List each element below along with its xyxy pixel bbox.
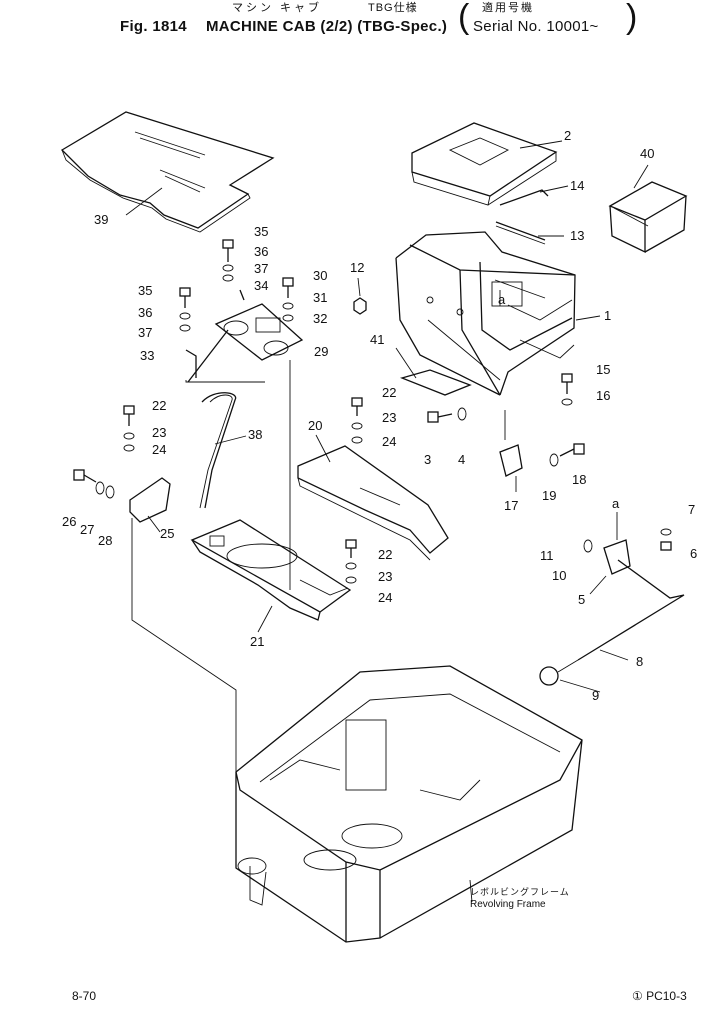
part-41-bracket: [399, 369, 472, 396]
callout-a2: a: [612, 496, 620, 511]
callout-27: 27: [80, 522, 94, 537]
callout-22a: 22: [152, 398, 166, 413]
serial-range: Serial No. 10001~: [473, 18, 599, 35]
paren-open: (: [458, 0, 470, 36]
callout-25: 25: [160, 526, 174, 541]
part-38-lever: [201, 392, 237, 509]
callout-36b: 36: [138, 305, 152, 320]
callout-28: 28: [98, 533, 112, 548]
paren-close: ): [626, 0, 638, 36]
callout-13: 13: [570, 228, 584, 243]
callout-1: 1: [604, 308, 611, 323]
part-39-floor-mat: [60, 111, 275, 233]
jp-applicable: 適用号機: [482, 2, 534, 14]
callout-36a: 36: [254, 244, 268, 259]
callout-22c: 22: [378, 547, 392, 562]
callout-38: 38: [248, 427, 262, 442]
callout-17: 17: [504, 498, 518, 513]
callout-20: 20: [308, 418, 322, 433]
callout-40: 40: [640, 146, 654, 161]
part-21-step-assembly: [190, 519, 352, 621]
callout-6: 6: [690, 546, 697, 561]
part-5-8-9-cable-assembly: [539, 539, 685, 686]
callout-15: 15: [596, 362, 610, 377]
callout-29: 29: [314, 344, 328, 359]
callout-23b: 23: [382, 410, 396, 425]
callout-37a: 37: [254, 261, 268, 276]
callout-39: 39: [94, 212, 108, 227]
callout-11: 11: [540, 548, 554, 563]
revolving-frame: [235, 665, 583, 943]
callout-30: 30: [313, 268, 327, 283]
callout-34: 34: [254, 278, 268, 293]
callout-2: 2: [564, 128, 571, 143]
callout-22b: 22: [382, 385, 396, 400]
model-code: ① PC10-3: [632, 989, 687, 1003]
part-20-floor-plate: [297, 445, 449, 561]
callout-35a: 35: [254, 224, 268, 239]
callout-23c: 23: [378, 569, 392, 584]
fasteners: [73, 239, 672, 584]
part-40-storage-box: [608, 181, 688, 254]
part-25-bracket: [129, 477, 171, 523]
callout-14: 14: [570, 178, 584, 193]
callout-32: 32: [313, 311, 327, 326]
frame-label-jp: レボルビングフレーム: [470, 887, 570, 897]
callout-24a: 24: [152, 442, 166, 457]
part-1-console-base: [395, 231, 576, 396]
callout-19: 19: [542, 488, 556, 503]
figure-number: Fig. 1814: [120, 18, 187, 35]
callout-18: 18: [572, 472, 586, 487]
callout-37b: 37: [138, 325, 152, 340]
callout-5: 5: [578, 592, 585, 607]
part-2-cover-plate: [411, 122, 558, 206]
callout-4: 4: [458, 452, 465, 467]
callout-24b: 24: [382, 434, 396, 449]
page-number: 8-70: [72, 989, 97, 1003]
callout-16: 16: [596, 388, 610, 403]
figure-title: MACHINE CAB (2/2) (TBG-Spec.): [206, 18, 448, 35]
callout-24c: 24: [378, 590, 392, 605]
callout-35b: 35: [138, 283, 152, 298]
callout-41: 41: [370, 332, 384, 347]
part-29-control-panel: [185, 289, 304, 383]
callout-31: 31: [313, 290, 327, 305]
callout-33: 33: [140, 348, 154, 363]
callout-12: 12: [350, 260, 364, 275]
callout-7: 7: [688, 502, 695, 517]
callout-numbers: 1 2 3 4 5 6 7 8 9 10 11 12 13 14 15 16 1…: [62, 128, 697, 703]
callout-10: 10: [552, 568, 566, 583]
callout-3: 3: [424, 452, 431, 467]
callout-8: 8: [636, 654, 643, 669]
leader-lines: [125, 140, 649, 693]
jp-title: マシン キャブ: [232, 2, 323, 14]
jp-spec: TBG仕様: [368, 2, 418, 14]
callout-23a: 23: [152, 425, 166, 440]
callout-21: 21: [250, 634, 264, 649]
part-17-bracket: [499, 444, 523, 477]
callout-26: 26: [62, 514, 76, 529]
callout-a1: a: [498, 292, 506, 307]
callout-9: 9: [592, 688, 599, 703]
part-13-14-rods: [495, 189, 549, 245]
frame-label-en: Revolving Frame: [470, 899, 546, 910]
reference-lines: [131, 290, 618, 830]
